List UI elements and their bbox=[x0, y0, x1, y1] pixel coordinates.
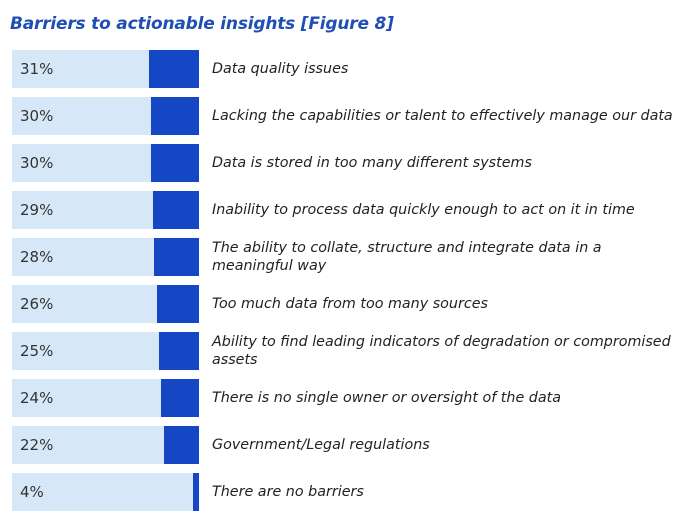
bar-row: 29% Inability to process data quickly eno… bbox=[12, 191, 680, 229]
bar-row: 4% There are no barriers bbox=[12, 473, 680, 511]
data-label: 31% bbox=[20, 60, 54, 78]
bar-row: 24% There is no single owner or oversight… bbox=[12, 379, 680, 417]
category-label: There are no barriers bbox=[212, 484, 364, 500]
bar-row: 30% Lacking the capabilities or talent to… bbox=[12, 97, 680, 135]
bar-track bbox=[12, 50, 199, 88]
bar-row: 28% The ability to collate, structure and… bbox=[12, 238, 680, 276]
bar bbox=[154, 238, 199, 276]
bar bbox=[152, 191, 199, 229]
category-label: Data quality issues bbox=[212, 61, 349, 77]
bar bbox=[192, 473, 199, 511]
category-label: Data is stored in too many different sys… bbox=[212, 155, 532, 171]
data-label: 26% bbox=[20, 295, 54, 313]
bar-track bbox=[12, 97, 199, 135]
category-label: The ability to collate, structure and in… bbox=[212, 240, 602, 274]
bar-track bbox=[12, 332, 199, 370]
bar-row: 30% Data is stored in too many different … bbox=[12, 144, 680, 182]
category-label: Ability to find leading indicators of de… bbox=[212, 334, 671, 368]
category-label: Lacking the capabilities or talent to ef… bbox=[212, 108, 673, 124]
data-label: 29% bbox=[20, 201, 54, 219]
data-label: 4% bbox=[20, 483, 44, 501]
bar-track bbox=[12, 191, 199, 229]
category-label: Too much data from too many sources bbox=[212, 296, 488, 312]
bar-row: 22% Government/Legal regulations bbox=[12, 426, 680, 464]
category-label: There is no single owner or oversight of… bbox=[212, 390, 562, 406]
bar-track bbox=[12, 238, 199, 276]
bar-row: 26% Too much data from too many sources bbox=[12, 285, 680, 323]
bar bbox=[160, 379, 199, 417]
bar bbox=[159, 332, 199, 370]
bar-row: 31% Data quality issues bbox=[12, 50, 680, 88]
bar bbox=[151, 97, 199, 135]
category-label: Inability to process data quickly enough… bbox=[212, 202, 635, 218]
bar-track bbox=[12, 144, 199, 182]
data-label: 30% bbox=[20, 107, 54, 125]
bar-row: 25% Ability to find leading indicators of… bbox=[12, 332, 680, 370]
bar-track bbox=[12, 379, 199, 417]
bar-track bbox=[12, 426, 199, 464]
data-label: 30% bbox=[20, 154, 54, 172]
category-label: Government/Legal regulations bbox=[212, 437, 430, 453]
data-label: 25% bbox=[20, 342, 54, 360]
data-label: 24% bbox=[20, 389, 54, 407]
chart-title: Barriers to actionable insights [Figure … bbox=[10, 14, 394, 34]
bar bbox=[163, 426, 199, 464]
bar-track bbox=[12, 473, 199, 511]
bar bbox=[151, 144, 199, 182]
data-label: 28% bbox=[20, 248, 54, 266]
bar-track bbox=[12, 285, 199, 323]
data-label: 22% bbox=[20, 436, 54, 454]
bar bbox=[157, 285, 199, 323]
bar bbox=[149, 50, 199, 88]
